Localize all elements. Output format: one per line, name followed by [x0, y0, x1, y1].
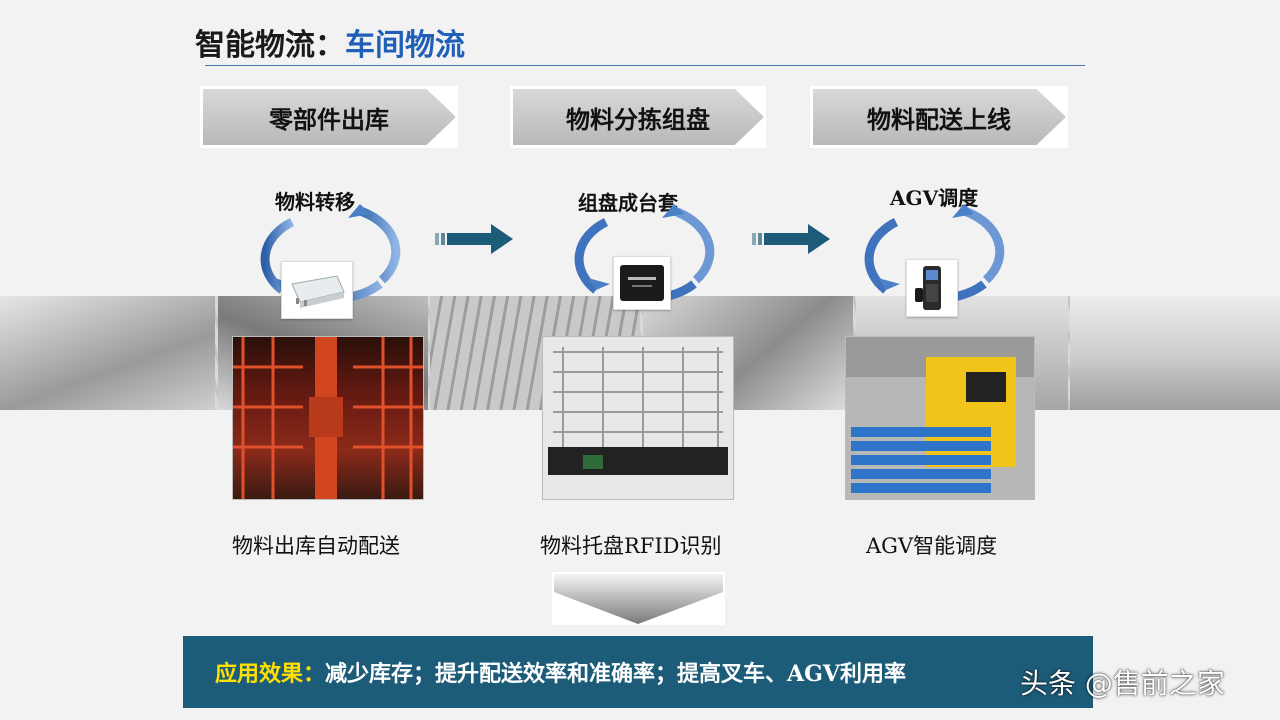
chevron-label: 零部件出库: [269, 105, 389, 134]
chevron-step-2: 物料分拣组盘: [512, 88, 764, 146]
title-sub: 车间物流: [345, 28, 465, 63]
chevron-step-1: 零部件出库: [202, 88, 456, 146]
effect-key: 应用效果：: [215, 661, 326, 687]
temple-photo: [1070, 296, 1280, 410]
effect-text: 减少库存；提升配送效率和准确率；提高叉车、AGV利用率: [325, 661, 906, 687]
handheld-scanner-icon: [915, 266, 941, 310]
arrow-right-icon-2: [752, 224, 830, 254]
pallet-rack-photo: [542, 336, 734, 500]
page-title: 智能物流：车间物流: [195, 20, 465, 64]
caption-3: AGV智能调度: [866, 534, 998, 558]
rfid-tag-icon: [620, 265, 664, 301]
down-arrow-icon: [554, 574, 723, 624]
title-divider: [205, 65, 1085, 66]
handheld-scanner-device: [906, 259, 958, 317]
rfid-reader-device: [281, 261, 353, 319]
chevron-label: 物料分拣组盘: [566, 105, 710, 134]
arrow-right-icon-1: [435, 224, 513, 254]
cycle-label-1: 物料转移: [275, 190, 355, 214]
effect-banner: 应用效果：减少库存；提升配送效率和准确率；提高叉车、AGV利用率: [183, 636, 1093, 708]
city-photo-1: [0, 296, 215, 410]
watermark: 头条 @售前之家: [1020, 667, 1225, 700]
chevron-label: 物料配送上线: [867, 105, 1011, 134]
rfid-tag-device: [613, 256, 671, 310]
warehouse-photo: [232, 336, 424, 500]
rfid-reader-icon: [291, 275, 345, 308]
agv-forklift-photo: [845, 336, 1035, 500]
down-arrow-frame: [552, 572, 725, 625]
cycle-label-2: 组盘成台套: [578, 191, 678, 215]
chevron-step-3: 物料配送上线: [812, 88, 1066, 146]
caption-2: 物料托盘RFID识别: [540, 534, 722, 558]
caption-1: 物料出库自动配送: [232, 534, 400, 558]
title-main: 智能物流：: [195, 28, 345, 63]
